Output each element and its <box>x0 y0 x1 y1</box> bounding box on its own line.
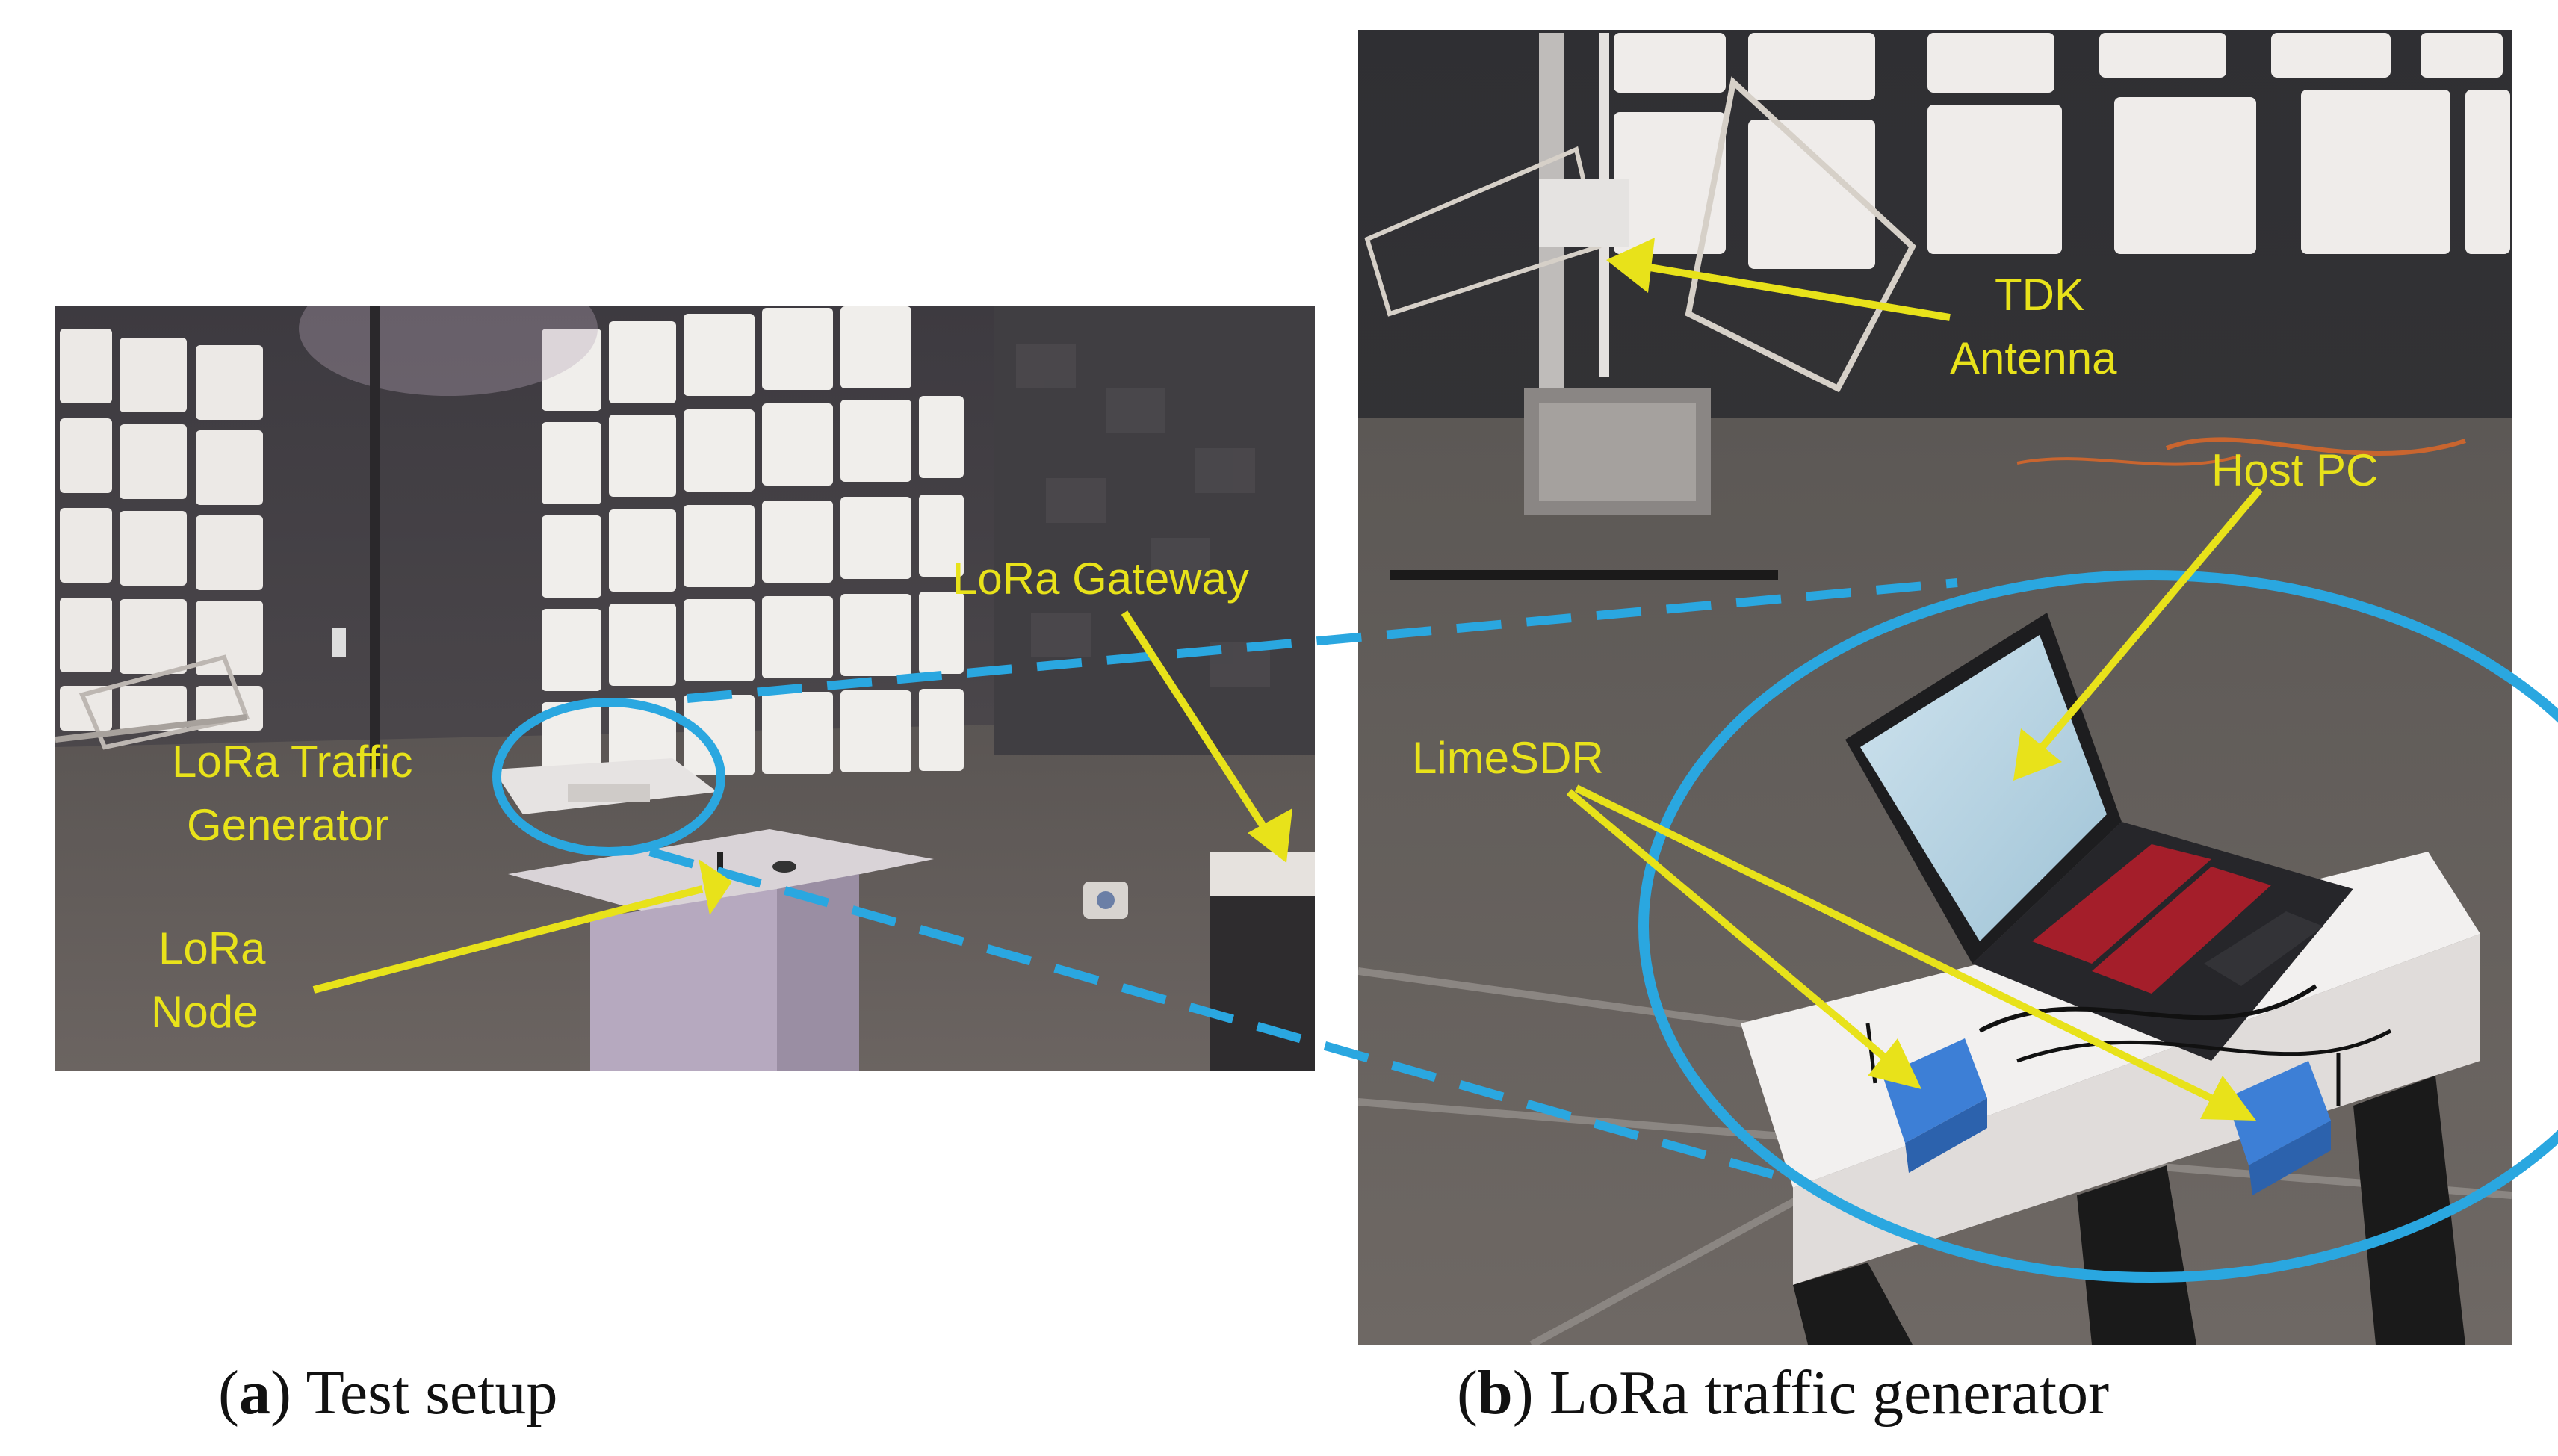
label-lora: LoRa <box>158 923 266 973</box>
host-setup-highlight-ellipse <box>1638 570 2558 1283</box>
callout-connector-lines <box>648 578 1958 1185</box>
caption-b-text: LoRa traffic generator <box>1533 1358 2110 1428</box>
label-tdk: TDK <box>1995 270 2084 320</box>
label-node: Node <box>151 987 258 1037</box>
caption-a: (a) Test setup <box>218 1358 558 1428</box>
label-generator: Generator <box>187 800 388 850</box>
caption-a-text: Test setup <box>291 1358 558 1428</box>
photo-lora-traffic-generator <box>1358 30 2512 1345</box>
caption-b: (b) LoRa traffic generator <box>1457 1358 2110 1428</box>
label-limesdr: LimeSDR <box>1412 733 1604 783</box>
caption-b-letter: b <box>1477 1358 1513 1428</box>
label-lora-traffic: LoRa Traffic <box>172 737 412 787</box>
label-antenna: Antenna <box>1950 333 2117 383</box>
annotation-arrows <box>312 238 2263 1121</box>
label-host-pc: Host PC <box>2211 445 2378 495</box>
traffic-generator-highlight-ellipse <box>492 698 725 856</box>
label-lora-gateway: LoRa Gateway <box>953 554 1249 604</box>
caption-a-letter: a <box>238 1358 270 1428</box>
